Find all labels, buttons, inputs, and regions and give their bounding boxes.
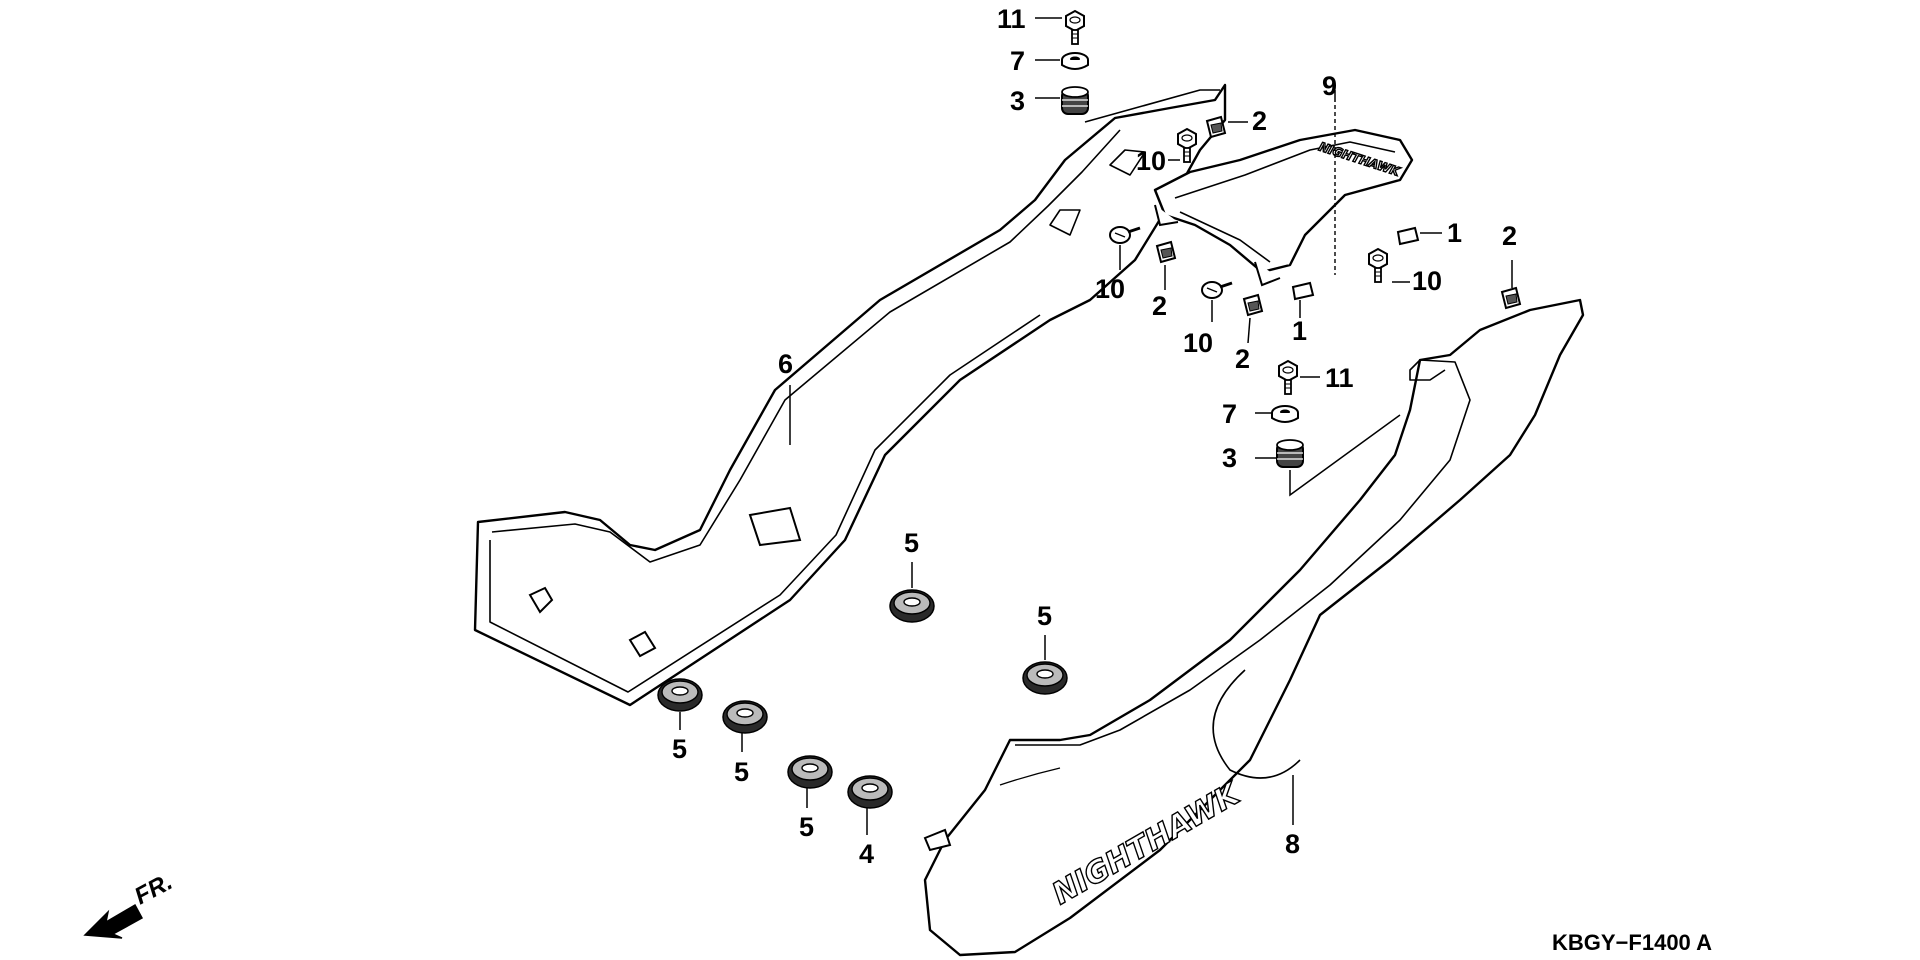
callout-2-top: 2 [1252,106,1267,136]
callout-5-b: 5 [1037,601,1052,631]
grommet-5-d [722,700,768,734]
callout-2-right: 2 [1502,221,1517,251]
screw-10-d [1368,248,1388,283]
clip-2-low [1243,294,1263,316]
callout-1-b: 1 [1292,316,1307,346]
callout-10-c: 10 [1183,328,1213,358]
left-side-cover-frame [473,83,1227,707]
callout-8: 8 [1285,829,1300,859]
callout-3-lower: 3 [1222,443,1237,473]
callout-5-e: 5 [799,812,814,842]
grommet-5-c [657,678,703,712]
callout-9: 9 [1322,71,1337,101]
callout-10-b: 10 [1095,274,1125,304]
callout-5-c: 5 [672,734,687,764]
bolt-11-upper [1065,10,1085,45]
front-direction-label: FR. [130,868,177,910]
callout-1-a: 1 [1447,218,1462,248]
clip-2-mid [1156,241,1176,263]
callout-2-mid: 2 [1152,291,1167,321]
callout-2-low: 2 [1235,344,1250,374]
rubber-3-upper [1061,86,1089,115]
callout-3-upper: 3 [1010,86,1025,116]
washer-7-lower [1271,405,1299,423]
clip-2-right [1501,287,1521,309]
callout-4: 4 [859,839,874,869]
bolt-11-lower [1278,360,1298,395]
nut-1-a [1396,226,1420,246]
rear-center-cover: NIGHTHAWK [1153,128,1414,287]
callout-7-upper: 7 [1010,46,1025,76]
grommet-4 [847,775,893,809]
screw-10-c [1200,280,1234,300]
callout-7-lower: 7 [1222,399,1237,429]
grommet-5-b [1022,661,1068,695]
clip-2-top [1206,116,1226,138]
rubber-3-lower [1276,439,1304,468]
right-side-cowl: NIGHTHAWK [923,298,1585,957]
callout-5-d: 5 [734,757,749,787]
callout-11-upper: 11 [997,4,1026,34]
nut-1-b [1291,281,1315,301]
diagram-code: KBGY−F1400 A [1552,930,1712,955]
callout-6: 6 [778,349,793,379]
callout-10-d: 10 [1412,266,1442,296]
front-arrow-icon [83,903,144,939]
callout-11-lower: 11 [1325,363,1354,393]
callout-10-a: 10 [1136,146,1166,176]
grommet-5-a [889,589,935,623]
washer-7-upper [1061,52,1089,70]
grommet-5-e [787,755,833,789]
callout-labels: 11 7 3 2 9 10 1 2 10 10 2 10 2 1 6 11 7 … [672,4,1517,869]
callout-5-a: 5 [904,528,919,558]
